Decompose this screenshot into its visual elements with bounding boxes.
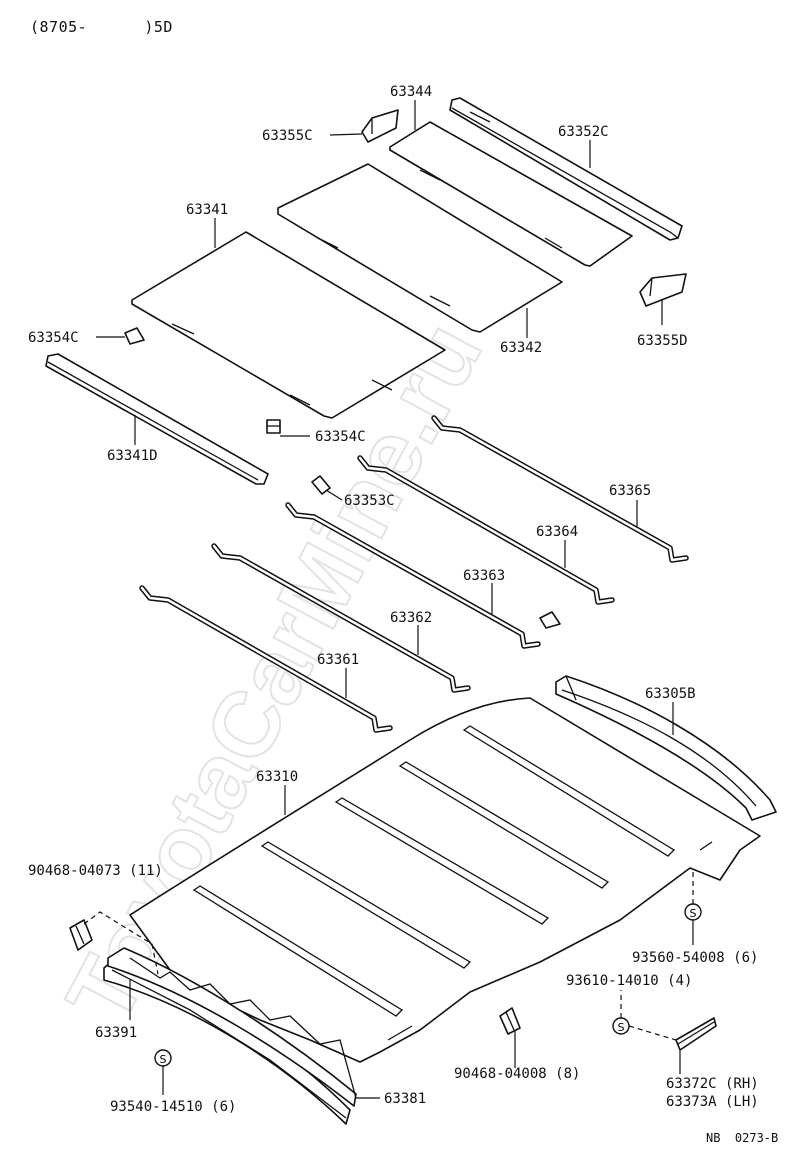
clip-small-mid	[539, 611, 561, 629]
label-63352c: 63352C	[558, 124, 609, 140]
label-63355d: 63355D	[637, 333, 688, 349]
label-93560-54008: 93560-54008 (6)	[632, 950, 758, 966]
clip-63354c-bottom	[266, 419, 281, 434]
clip-90468-04008	[499, 1007, 521, 1035]
bow-63361	[139, 585, 393, 733]
label-63363: 63363	[463, 568, 505, 584]
label-63365: 63365	[609, 483, 651, 499]
label-90468-04008: 90468-04008 (8)	[454, 1066, 580, 1082]
clip-63354c-top	[124, 327, 145, 345]
label-63310: 63310	[256, 769, 298, 785]
bracket-63372c	[675, 1017, 717, 1051]
label-63353c: 63353C	[344, 493, 395, 509]
strip-63341d	[45, 353, 269, 485]
model-code-header: (8705- )5D	[30, 18, 173, 36]
retainer-63381	[107, 947, 357, 1107]
label-63342: 63342	[500, 340, 542, 356]
headliner-63310	[129, 697, 761, 1063]
label-63373a-lh: 63373A (LH)	[666, 1094, 759, 1110]
rail-63305b	[555, 675, 777, 821]
svg-text:S: S	[160, 1053, 167, 1066]
label-93610-14010: 93610-14010 (4)	[566, 973, 692, 989]
bow-63364	[357, 455, 615, 605]
svg-text:S: S	[618, 1021, 625, 1034]
svg-text:S: S	[690, 907, 697, 920]
clip-90468-04073	[69, 919, 93, 951]
label-63354c-a: 63354C	[28, 330, 79, 346]
headliner-ribs	[192, 725, 676, 1017]
label-63341: 63341	[186, 202, 228, 218]
label-63381: 63381	[384, 1091, 426, 1107]
bow-63363	[285, 502, 541, 649]
dashed-guides	[83, 870, 694, 1041]
bow-63362	[211, 543, 471, 693]
label-63361: 63361	[317, 652, 359, 668]
panel-63341	[131, 231, 446, 419]
label-63305b: 63305B	[645, 686, 696, 702]
diagram-reference-code: NB 0273-B	[706, 1131, 778, 1145]
leader-lines	[96, 100, 694, 1099]
label-93540-14510: 93540-14510 (6)	[110, 1099, 236, 1115]
label-63362: 63362	[390, 610, 432, 626]
screw-93540-icon: S	[154, 1049, 172, 1067]
panel-63344	[389, 121, 633, 267]
label-63344: 63344	[390, 84, 432, 100]
label-63372c-rh: 63372C (RH)	[666, 1076, 759, 1092]
clip-63353c	[311, 475, 331, 495]
label-63341d: 63341D	[107, 448, 158, 464]
strip-63352c	[449, 97, 683, 241]
screw-93560-icon: S	[684, 903, 702, 921]
label-63364: 63364	[536, 524, 578, 540]
bow-63365	[431, 415, 689, 563]
block-63355c	[361, 109, 399, 143]
screw-93610-icon: S	[612, 1017, 630, 1035]
label-63391: 63391	[95, 1025, 137, 1041]
panel-63342	[277, 163, 563, 333]
label-63354c-b: 63354C	[315, 429, 366, 445]
label-63355c: 63355C	[262, 128, 313, 144]
block-63355d	[639, 273, 687, 307]
label-90468-04073: 90468-04073 (11)	[28, 863, 163, 879]
